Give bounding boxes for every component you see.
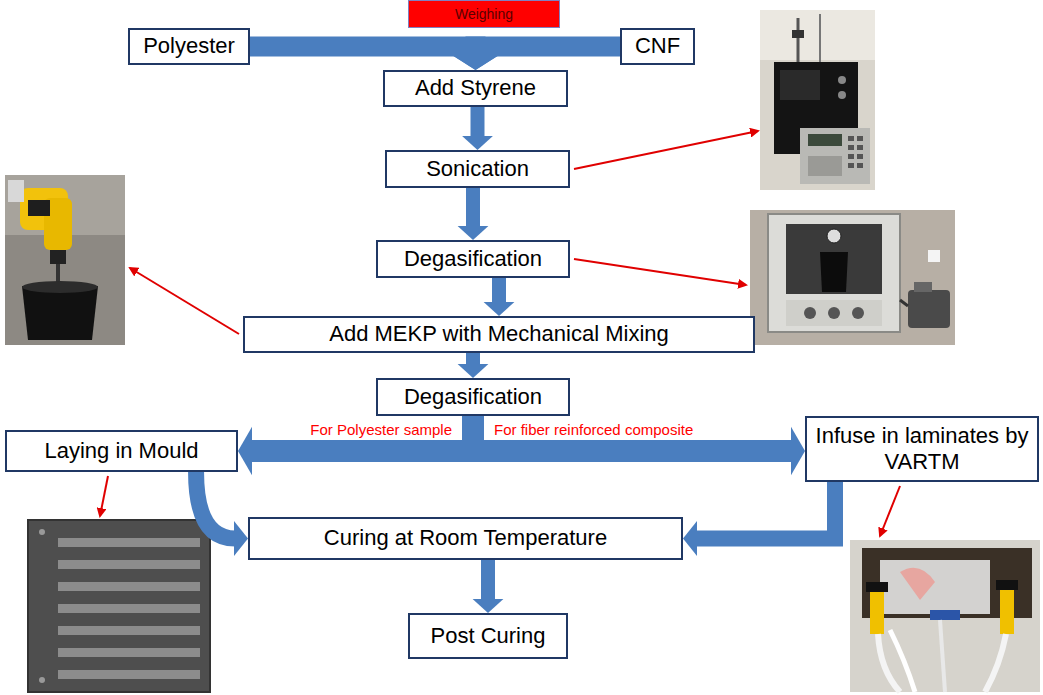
flow-arrow [248,47,498,71]
step-text: Curing at Room Temperature [324,525,607,551]
arrow-head [484,302,515,316]
arrow-shaft [251,416,473,451]
arrow-shaft [473,416,792,451]
arrow-head [238,427,252,475]
flow-arrow [484,278,515,316]
arrow-shaft [196,472,235,539]
flow-arrow [683,482,835,556]
flow-arrow [473,416,805,475]
arrow-shaft [476,47,623,58]
arrow-shaft [492,278,506,303]
step-text: Add MEKP with Mechanical Mixing [329,321,669,347]
vacuum-oven-photo [750,210,955,345]
sonicator-photo [760,10,875,190]
arrow-head [462,136,493,150]
arrow-shaft [466,353,480,365]
process-box: Degasification [376,240,570,278]
process-box: Sonication [385,150,570,188]
branch-label: For Polyester sample [310,421,452,438]
flow-arrow [462,107,493,150]
arrow-head [458,226,489,240]
arrow-head [234,521,248,556]
branch-label: For fiber reinforced composite [494,421,693,438]
process-box: Infuse in laminates by VARTM [805,416,1039,482]
step-text: Polyester [143,33,235,59]
step-text: Post Curing [431,623,546,649]
process-box: Post Curing [408,613,568,659]
process-box: Degasification [376,378,570,416]
arrow-shaft [696,482,835,539]
arrow-head [683,521,697,556]
leader-arrows [100,131,900,536]
process-box: Add Styrene [383,70,568,107]
arrow-shaft [481,560,495,600]
vartm-setup-photo [850,540,1040,692]
arrow-shaft [248,47,476,58]
material-box: CNF [620,28,695,65]
process-box: Curing at Room Temperature [248,517,683,560]
step-text: CNF [635,33,680,59]
arrow-head [473,599,504,613]
step-text: Degasification [404,246,542,272]
step-text: Degasification [404,384,542,410]
flow-arrow [196,472,248,556]
flow-arrow [473,560,504,613]
step-text: Sonication [426,156,529,182]
arrow-head [454,56,498,70]
step-text: Weighing [455,6,513,23]
arrow-head [791,427,805,475]
flow-arrow [458,188,489,240]
arrow-head [458,364,489,378]
flow-arrow [238,416,473,475]
process-box: Laying in Mould [5,430,238,472]
material-box: Polyester [128,28,250,65]
mixer-drill-photo [5,175,125,345]
step-text: Add Styrene [415,75,536,101]
process-box: Add MEKP with Mechanical Mixing [243,316,755,353]
flow-arrow [454,47,623,71]
mould-photo [28,520,210,692]
arrow-head [454,56,498,70]
step-text: Infuse in laminates by VARTM [815,423,1029,476]
step-text: Laying in Mould [44,438,198,464]
arrow-shaft [471,107,485,137]
arrow-shaft [466,188,480,227]
step-label-box: Weighing [408,0,560,28]
flow-arrow [458,353,489,378]
